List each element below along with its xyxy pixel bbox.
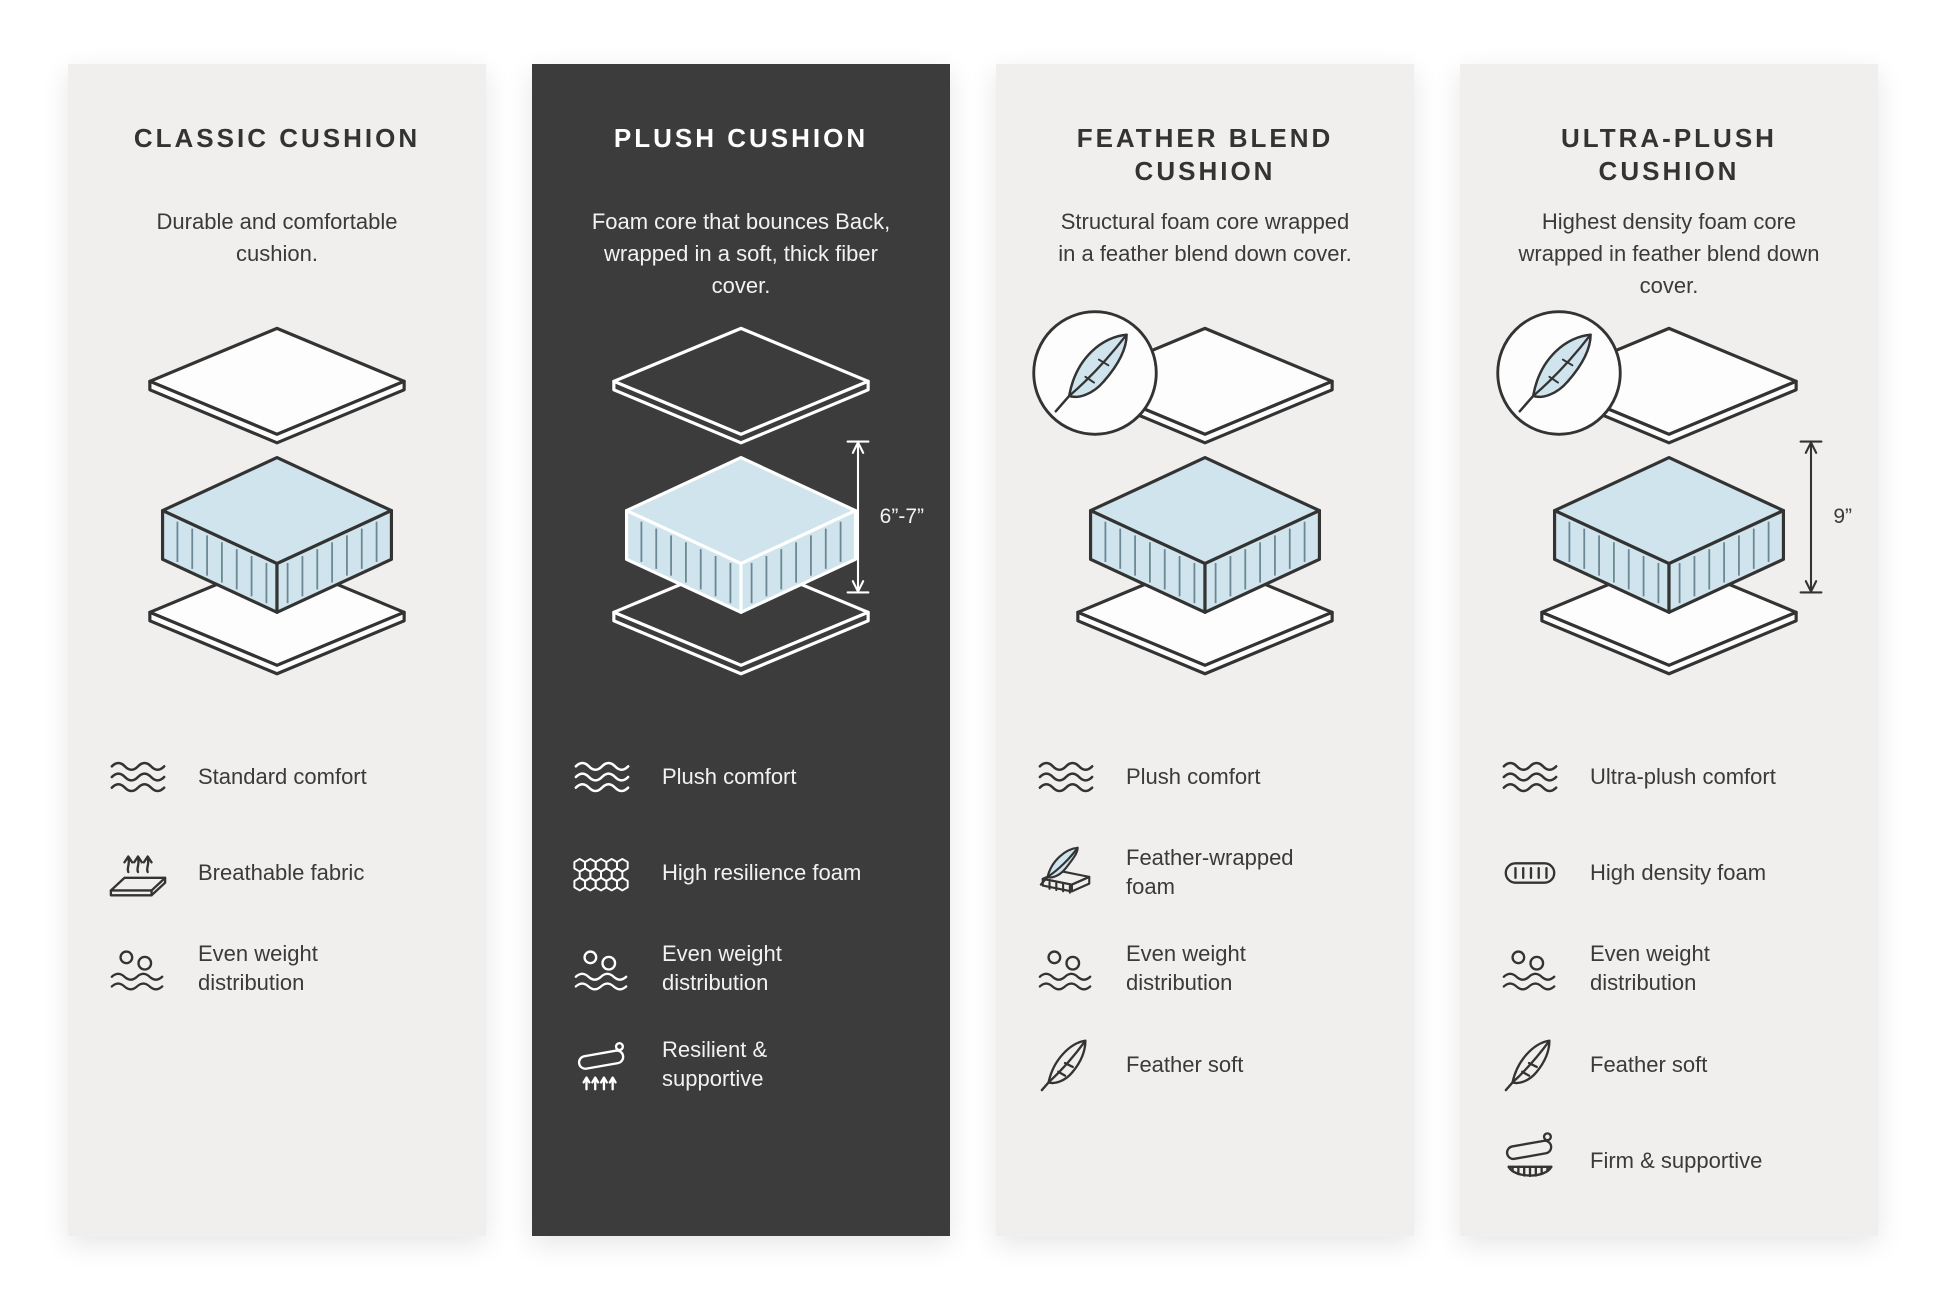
feature-item: Firm & supportive bbox=[1496, 1130, 1842, 1192]
feature-item: Feather soft bbox=[1496, 1034, 1842, 1096]
weight-distribution-icon bbox=[568, 938, 636, 1000]
weight-distribution-icon bbox=[1496, 938, 1564, 1000]
feature-item: Resilient & supportive bbox=[568, 1034, 914, 1096]
feather-badge bbox=[1028, 306, 1162, 440]
feature-label: Feather soft bbox=[1126, 1051, 1244, 1077]
card-description: Highest density foam core wrapped in fea… bbox=[1518, 209, 1820, 298]
card-classic-cushion: CLASSIC CUSHION Durable and comfortable … bbox=[68, 64, 486, 1236]
feature-label: Plush comfort bbox=[662, 763, 797, 789]
waves-icon bbox=[1032, 746, 1100, 808]
cushion-layers-diagram bbox=[118, 322, 436, 678]
feature-item: Feather soft bbox=[1032, 1034, 1378, 1096]
measurement-arrow-icon bbox=[845, 433, 871, 601]
weight-distribution-icon bbox=[1032, 938, 1100, 1000]
feature-label: Breathable fabric bbox=[198, 859, 365, 885]
feature-item: Even weight distribution bbox=[568, 938, 914, 1000]
cushion-illustration: 6”-7” bbox=[568, 322, 924, 704]
feature-item: Breathable fabric bbox=[104, 842, 450, 904]
waves-icon bbox=[104, 746, 172, 808]
feature-item: Even weight distribution bbox=[1496, 938, 1842, 1000]
feature-item: Ultra-plush comfort bbox=[1496, 746, 1842, 808]
feature-item: Plush comfort bbox=[568, 746, 914, 808]
feature-item: Feather-wrapped foam bbox=[1032, 842, 1378, 904]
feature-label: Ultra-plush comfort bbox=[1590, 763, 1776, 789]
card-title: FEATHER BLEND CUSHION bbox=[1076, 123, 1334, 186]
card-title: CLASSIC CUSHION bbox=[133, 123, 421, 153]
measurement-label: 6”-7” bbox=[879, 504, 924, 528]
feature-item: High resilience foam bbox=[568, 842, 914, 904]
feather-icon bbox=[1496, 1034, 1564, 1096]
cushion-comparison-infographic: CLASSIC CUSHION Durable and comfortable … bbox=[68, 64, 1878, 1236]
weight-distribution-icon bbox=[104, 938, 172, 1000]
card-title: ULTRA-PLUSH CUSHION bbox=[1561, 123, 1777, 186]
feature-item: Even weight distribution bbox=[1032, 938, 1378, 1000]
feature-list: Plush comfort Feather-wrapped foam Even … bbox=[1032, 746, 1378, 1096]
cushion-illustration bbox=[104, 322, 450, 704]
feather-icon bbox=[1032, 1034, 1100, 1096]
feature-list: Ultra-plush comfort High density foam Ev… bbox=[1496, 746, 1842, 1192]
height-measurement: 9” bbox=[1798, 423, 1852, 611]
feature-label: Standard comfort bbox=[198, 763, 367, 789]
feature-label: Even weight distribution bbox=[198, 941, 318, 995]
height-measurement: 6”-7” bbox=[845, 433, 924, 601]
waves-icon bbox=[568, 746, 636, 808]
feature-label: Feather-wrapped foam bbox=[1126, 845, 1294, 899]
feature-label: Even weight distribution bbox=[662, 941, 782, 995]
feature-item: Standard comfort bbox=[104, 746, 450, 808]
feature-item: High density foam bbox=[1496, 842, 1842, 904]
card-description: Structural foam core wrapped in a feathe… bbox=[1058, 209, 1352, 266]
feature-label: Even weight distribution bbox=[1590, 941, 1710, 995]
card-ultra-plush-cushion: ULTRA-PLUSH CUSHION Highest density foam… bbox=[1460, 64, 1878, 1236]
firm-supportive-icon bbox=[1496, 1130, 1564, 1192]
card-feather-blend-cushion: FEATHER BLEND CUSHION Structural foam co… bbox=[996, 64, 1414, 1236]
feature-list: Plush comfort High resilience foam Even … bbox=[568, 746, 914, 1096]
feature-label: Plush comfort bbox=[1126, 763, 1261, 789]
cushion-illustration: 9” bbox=[1496, 322, 1852, 704]
measurement-label: 9” bbox=[1833, 504, 1852, 528]
breathable-fabric-icon bbox=[104, 842, 172, 904]
feature-label: High resilience foam bbox=[662, 859, 862, 885]
feature-label: High density foam bbox=[1590, 859, 1767, 885]
feature-item: Plush comfort bbox=[1032, 746, 1378, 808]
measurement-arrow-icon bbox=[1798, 423, 1824, 611]
feature-item: Even weight distribution bbox=[104, 938, 450, 1000]
feature-label: Resilient & supportive bbox=[662, 1037, 768, 1091]
feather-badge bbox=[1492, 306, 1626, 440]
density-foam-icon bbox=[1496, 842, 1564, 904]
waves-icon bbox=[1496, 746, 1564, 808]
feather-wrapped-foam-icon bbox=[1032, 842, 1100, 904]
card-plush-cushion: PLUSH CUSHION Foam core that bounces Bac… bbox=[532, 64, 950, 1236]
feature-label: Firm & supportive bbox=[1590, 1147, 1763, 1173]
card-description: Durable and comfortable cushion. bbox=[156, 209, 398, 266]
resilient-supportive-icon bbox=[568, 1034, 636, 1096]
feature-label: Feather soft bbox=[1590, 1051, 1708, 1077]
card-description: Foam core that bounces Back, wrapped in … bbox=[591, 209, 891, 298]
honeycomb-foam-icon bbox=[568, 842, 636, 904]
feature-list: Standard comfort Breathable fabric Even … bbox=[104, 746, 450, 1000]
feature-label: Even weight distribution bbox=[1126, 941, 1246, 995]
cushion-illustration bbox=[1032, 322, 1378, 704]
card-title: PLUSH CUSHION bbox=[613, 123, 869, 153]
